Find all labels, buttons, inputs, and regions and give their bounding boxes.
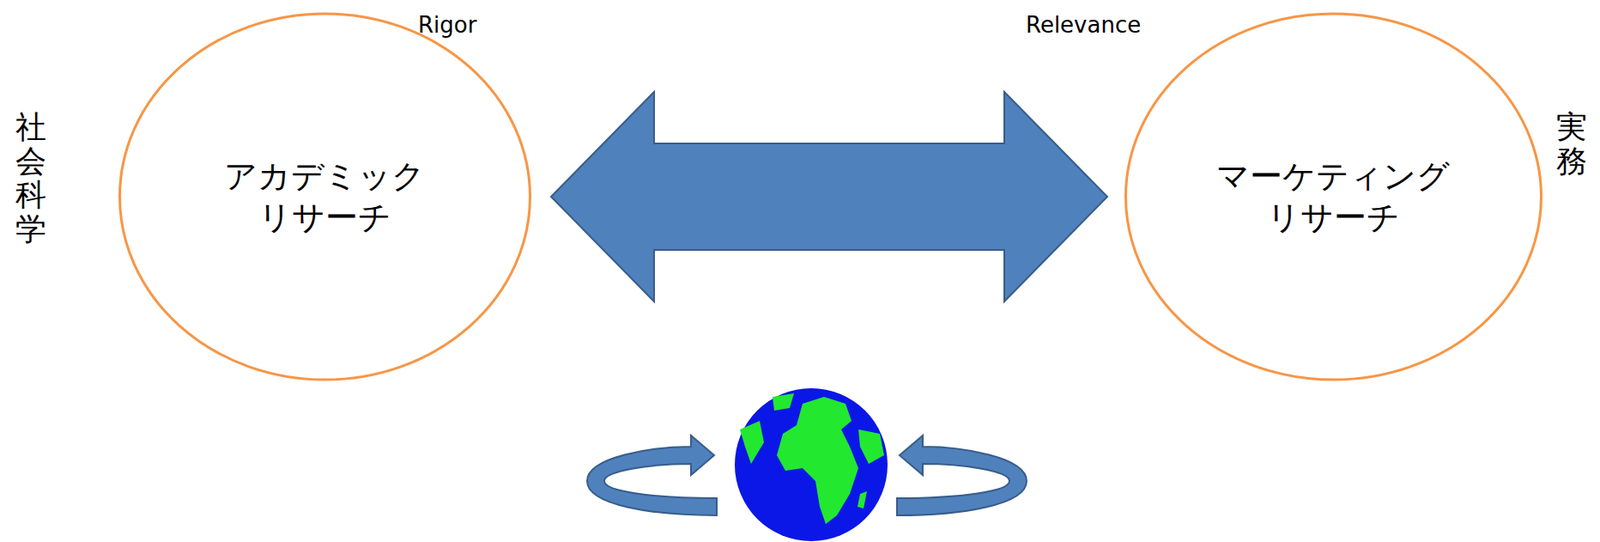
rotation-arrow-left	[587, 435, 717, 516]
continent-madagascar	[857, 490, 867, 509]
axis-label: Rigor	[418, 12, 477, 38]
ellipse-node: アカデミック リサーチ	[98, 12, 552, 382]
node-label: アカデミック リサーチ	[200, 156, 449, 238]
ellipse-outline	[98, 12, 552, 382]
rotation-arrow-right	[896, 435, 1027, 516]
vertical-label: 社会科学	[15, 109, 47, 246]
continent-america	[739, 420, 764, 464]
double-arrow	[551, 91, 1108, 302]
ellipse-outline	[1107, 12, 1560, 382]
vertical-label: 実務	[1556, 109, 1588, 178]
continent-north	[772, 393, 794, 411]
continent-europe-africa	[776, 396, 859, 524]
continent-arabia	[858, 429, 885, 464]
globe-sphere	[734, 387, 888, 541]
node-label: マーケティング リサーチ	[1209, 156, 1458, 238]
ellipse-node: マーケティング リサーチ	[1107, 12, 1560, 382]
axis-label: Relevance	[1025, 12, 1141, 38]
